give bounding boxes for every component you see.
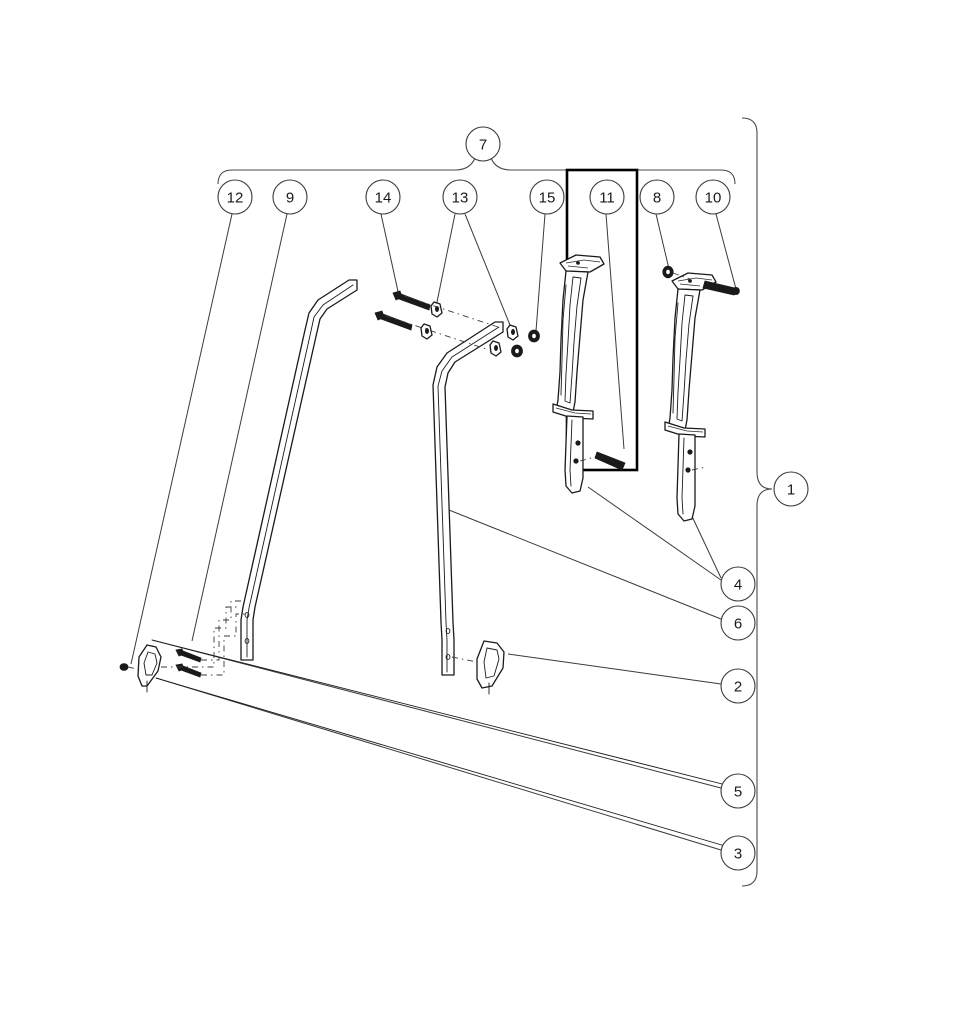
callout-label: 7 (479, 137, 487, 154)
right-leg-long-bolt (702, 280, 740, 296)
callout-label: 13 (452, 190, 469, 207)
part-left-foot-bracket (119, 644, 162, 693)
part-left-curved-leg (552, 254, 626, 494)
callout-bubble-15[interactable]: 15 (529, 179, 565, 215)
bolt-upper (392, 290, 431, 311)
nut-lower (511, 344, 523, 358)
callout-label: 6 (734, 616, 742, 633)
callout-bubble-12[interactable]: 12 (217, 179, 253, 215)
callout-label: 5 (734, 784, 742, 801)
callout-label: 3 (734, 846, 742, 863)
washer-right-lower (489, 340, 502, 357)
part-center-handle-tube (432, 321, 504, 676)
part-foot-pad-bracket (451, 640, 505, 695)
washer-lower (420, 323, 433, 340)
leader-lines-right (151, 486, 722, 851)
nut-upper (528, 329, 540, 343)
callout-label: 9 (286, 190, 294, 207)
construction-lines-left (161, 600, 246, 676)
bolt-lower (374, 310, 413, 331)
callout-bubble-9[interactable]: 9 (272, 179, 308, 215)
callout-circle (217, 179, 253, 215)
callout-label: 4 (734, 577, 742, 594)
callout-label: 15 (539, 190, 556, 207)
callout-bubble-7[interactable]: 7 (465, 126, 501, 162)
leader-lines-top (130, 213, 737, 665)
brace-group-1 (741, 117, 773, 887)
callout-bubble-3[interactable]: 3 (720, 835, 756, 871)
callout-circle (773, 471, 809, 507)
part-left-handle-tube (240, 279, 358, 661)
callout-bubble-5[interactable]: 5 (720, 773, 756, 809)
callout-circle (589, 179, 625, 215)
callout-bubble-4[interactable]: 4 (720, 566, 756, 602)
washer-upper (430, 301, 443, 318)
washer-right-upper (506, 324, 519, 341)
callout-circle (272, 179, 308, 215)
lower-left-bolts (175, 648, 202, 678)
callout-label: 2 (734, 679, 742, 696)
callout-label: 12 (227, 190, 244, 207)
callout-circle (365, 179, 401, 215)
right-leg-nut (662, 265, 674, 279)
hardware-fasteners (374, 290, 540, 358)
callout-bubble-14[interactable]: 14 (365, 179, 401, 215)
callout-circle (720, 605, 756, 641)
callout-circle (720, 835, 756, 871)
callout-circle (639, 179, 675, 215)
callout-circle (529, 179, 565, 215)
callout-bubble-6[interactable]: 6 (720, 605, 756, 641)
callout-circle (720, 668, 756, 704)
callout-bubble-13[interactable]: 13 (442, 179, 478, 215)
callout-label: 11 (599, 190, 615, 207)
callout-label: 10 (705, 190, 722, 207)
callout-bubble-8[interactable]: 8 (639, 179, 675, 215)
callout-label: 8 (653, 190, 661, 207)
callout-circle (695, 179, 731, 215)
callout-bubble-1[interactable]: 1 (773, 471, 809, 507)
callout-circle (720, 773, 756, 809)
part-right-curved-leg (662, 265, 740, 522)
callout-circle (720, 566, 756, 602)
callout-label: 14 (375, 190, 392, 207)
callout-bubble-10[interactable]: 10 (695, 179, 731, 215)
callout-circle (465, 126, 501, 162)
callout-label: 1 (787, 482, 795, 499)
callout-circle (442, 179, 478, 215)
base-frame-rails (151, 639, 743, 852)
callout-bubble-11[interactable]: 11 (589, 179, 625, 215)
callout-bubble-2[interactable]: 2 (720, 668, 756, 704)
